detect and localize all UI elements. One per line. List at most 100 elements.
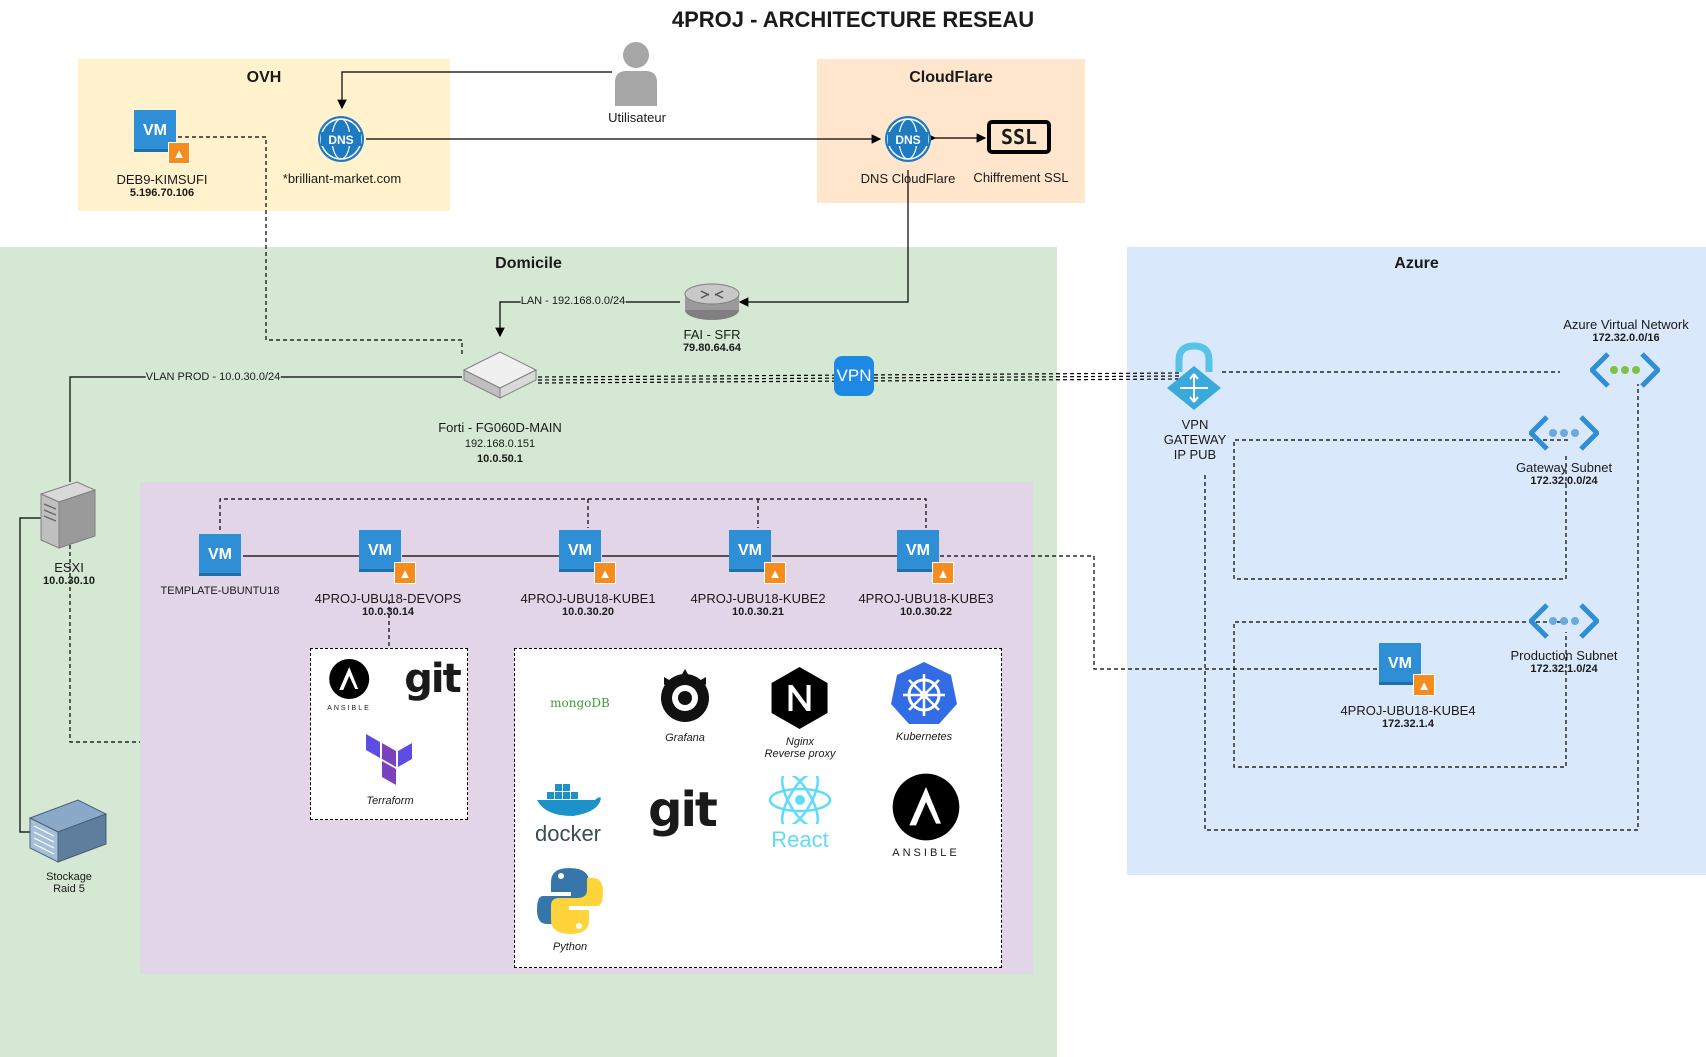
production-subnet-icon bbox=[1529, 603, 1599, 639]
production-subnet-label: Production Subnet 172.32.1.0/24 bbox=[1511, 648, 1618, 675]
git-logo-devops: git bbox=[404, 656, 461, 702]
lan-label: LAN - 192.168.0.0/24 bbox=[520, 295, 626, 307]
user-icon bbox=[615, 42, 657, 106]
python-logo: Python bbox=[535, 866, 605, 953]
kube4-vm-ip: 172.32.1.4 bbox=[1381, 718, 1434, 730]
azure-production-subnet-box bbox=[1233, 621, 1568, 768]
vpn-badge-text: VPN bbox=[836, 366, 872, 385]
kube3-vm-label: 4PROJ-UBU18-KUBE3 10.0.30.22 bbox=[858, 591, 993, 618]
react-label: React bbox=[771, 827, 829, 852]
python-label: Python bbox=[552, 941, 588, 953]
edge-user-ovhdns bbox=[337, 71, 612, 110]
grafana-icon bbox=[661, 669, 709, 722]
edge-forti-esxi bbox=[69, 376, 462, 482]
nginx-icon bbox=[771, 667, 828, 729]
router-icon bbox=[684, 283, 740, 320]
esxi-name: ESXI bbox=[54, 560, 84, 575]
kube1-vm-name: 4PROJ-UBU18-KUBE1 bbox=[520, 591, 656, 606]
user-label: Utilisateur bbox=[608, 110, 666, 125]
deb9-label: DEB9-KIMSUFI 5.196.70.106 bbox=[116, 172, 207, 199]
zone-cloudflare: CloudFlare bbox=[817, 59, 1085, 203]
vpn-gateway-label: VPN GATEWAY IP PUB bbox=[1164, 417, 1227, 462]
template-vm-label: TEMPLATE-UBUNTU18 bbox=[160, 585, 280, 597]
cloudflare-dns-icon: DNS bbox=[885, 116, 931, 162]
kube3-vm-ip: 10.0.30.22 bbox=[899, 606, 952, 618]
kube1-vm-ip: 10.0.30.20 bbox=[561, 606, 614, 618]
terraform-label: Terraform bbox=[366, 795, 414, 807]
ansible-label-kube: ANSIBLE bbox=[892, 847, 960, 859]
fai-label: FAI - SFR 79.80.64.64 bbox=[683, 327, 741, 354]
kube2-vm-icon: VM bbox=[729, 530, 771, 572]
ansible-logo-kube: ANSIBLE bbox=[891, 772, 961, 859]
forti-ip1: 192.168.0.151 bbox=[464, 438, 536, 450]
gwsub-name: Gateway Subnet bbox=[1515, 460, 1613, 475]
vpn-tunnel-1 bbox=[537, 372, 1181, 378]
ovh-dns-text: DNS bbox=[328, 133, 353, 147]
vpngw-line3: IP PUB bbox=[1173, 447, 1217, 462]
nginx-label-line1: Nginx bbox=[785, 736, 815, 748]
grafana-logo: Grafana bbox=[654, 665, 716, 744]
esxi-ip: 10.0.30.10 bbox=[43, 575, 95, 587]
terraform-icon bbox=[366, 734, 412, 785]
ansible-logo-devops: ANSIBLE bbox=[327, 658, 371, 712]
docker-icon bbox=[537, 784, 601, 816]
kube2-vm-ip: 10.0.30.21 bbox=[731, 606, 784, 618]
ansible-icon bbox=[328, 659, 369, 699]
kube2-linux-icon: ▲ bbox=[764, 562, 786, 584]
forti-label: Forti - FG060D-MAIN 192.168.0.151 10.0.5… bbox=[438, 420, 562, 465]
zone-cloudflare-title: CloudFlare bbox=[909, 69, 993, 86]
kubernetes-label: Kubernetes bbox=[895, 731, 953, 743]
mongodb-logo: mongoDB bbox=[550, 696, 610, 710]
edge-esxi-storage bbox=[19, 517, 45, 833]
ovh-dns-icon: DNS bbox=[318, 116, 364, 162]
edge-fai-forti bbox=[495, 301, 680, 338]
firewall-icon bbox=[462, 351, 538, 399]
vnet-name: Azure Virtual Network bbox=[1563, 317, 1689, 332]
esxi-label: ESXI 10.0.30.10 bbox=[43, 560, 95, 587]
ovh-dns-label: *brilliant-market.com bbox=[282, 171, 402, 186]
kube3-linux-icon: ▲ bbox=[932, 562, 954, 584]
kube2-vm-label: 4PROJ-UBU18-KUBE2 10.0.30.21 bbox=[690, 591, 825, 618]
git-logo-kube: git bbox=[648, 782, 718, 838]
gateway-subnet-icon bbox=[1529, 415, 1599, 451]
python-icon bbox=[537, 868, 603, 934]
ssl-icon: SSL bbox=[987, 120, 1051, 154]
kube4-vm-name: 4PROJ-UBU18-KUBE4 bbox=[1340, 703, 1476, 718]
edge-esxi-cluster bbox=[69, 545, 140, 743]
storage-icon bbox=[28, 799, 108, 863]
react-logo: React bbox=[767, 772, 833, 852]
vpn-tunnel-2 bbox=[537, 375, 1181, 381]
kube1-vm-label: 4PROJ-UBU18-KUBE1 10.0.30.20 bbox=[520, 591, 655, 618]
vpn-badge: VPN bbox=[834, 356, 874, 396]
azure-vnet-loop bbox=[1204, 384, 1639, 831]
kube1-linux-icon: ▲ bbox=[594, 562, 616, 584]
fai-name: FAI - SFR bbox=[683, 327, 741, 342]
forti-name: Forti - FG060D-MAIN bbox=[438, 420, 562, 435]
kube4-linux-icon: ▲ bbox=[1413, 674, 1435, 696]
storage-line2: Raid 5 bbox=[53, 883, 85, 895]
forti-ip2: 10.0.50.1 bbox=[477, 453, 523, 465]
vpngw-line2: GATEWAY bbox=[1163, 432, 1227, 447]
prodsub-name: Production Subnet bbox=[1510, 648, 1618, 663]
vnet-icon bbox=[1590, 352, 1660, 388]
docker-logo: docker bbox=[533, 778, 603, 845]
cloudflare-dns-label: DNS CloudFlare bbox=[860, 171, 956, 186]
kubernetes-icon bbox=[891, 662, 957, 724]
template-vm-icon: VM bbox=[199, 534, 241, 576]
ansible-label-devops: ANSIBLE bbox=[327, 705, 371, 712]
vpn-tunnel-3 bbox=[537, 378, 1181, 384]
gateway-subnet-label: Gateway Subnet 172.32.0.0/24 bbox=[1516, 460, 1612, 487]
react-icon bbox=[768, 772, 832, 828]
deb9-linux-icon: ▲ bbox=[168, 142, 190, 164]
vnet-ip: 172.32.0.0/16 bbox=[1592, 332, 1660, 344]
edge-kube3-kube4 bbox=[940, 555, 1380, 670]
nginx-logo: Nginx Reverse proxy bbox=[765, 665, 835, 760]
diagram-title: 4PROJ - ARCHITECTURE RESEAU bbox=[671, 7, 1035, 32]
docker-label: docker bbox=[534, 821, 602, 846]
server-icon bbox=[39, 481, 97, 549]
kube3-vm-name: 4PROJ-UBU18-KUBE3 bbox=[858, 591, 994, 606]
ansible-kube-icon bbox=[892, 773, 960, 841]
deb9-name: DEB9-KIMSUFI bbox=[116, 172, 208, 187]
